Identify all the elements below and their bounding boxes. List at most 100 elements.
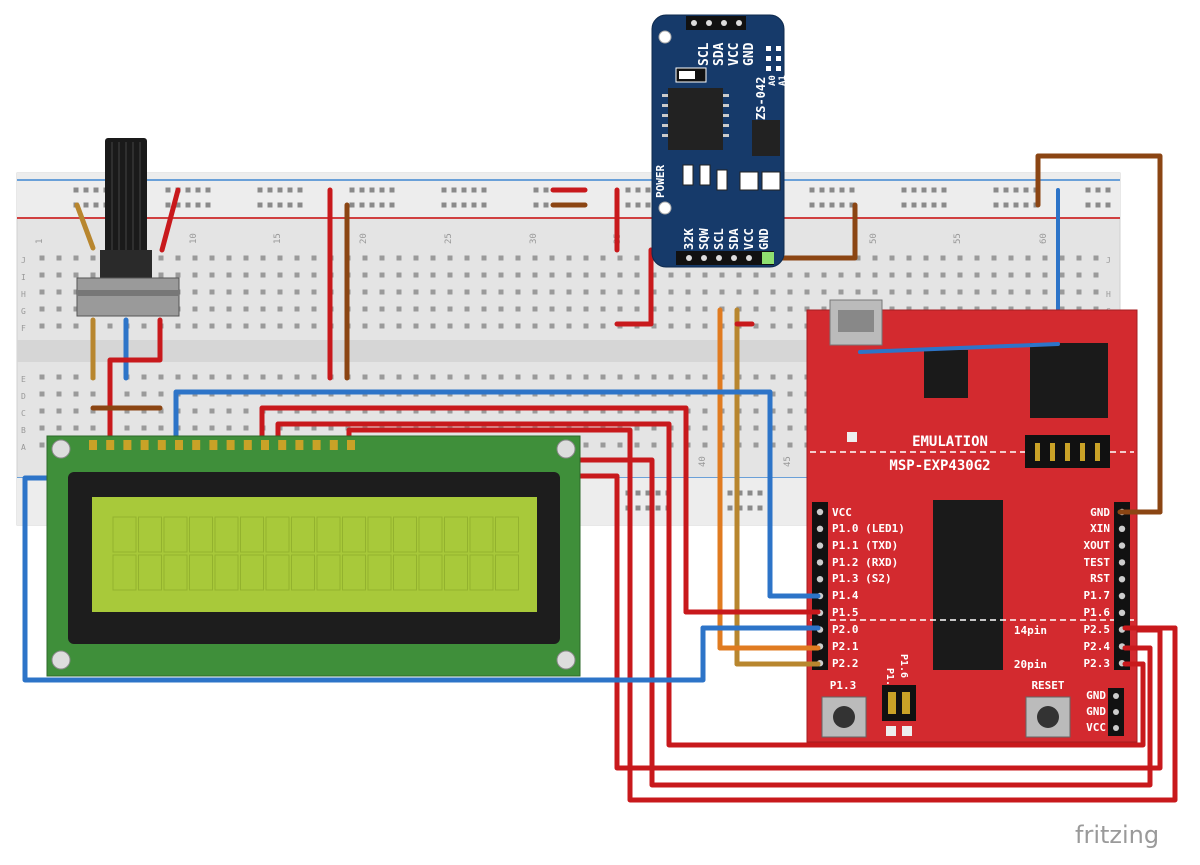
rtc-addr-a2: A2: [788, 75, 798, 86]
pin-label-p10: P1.0 (LED1): [832, 522, 905, 535]
col-num-55: 55: [953, 233, 963, 244]
launchpad-pins: [816, 508, 1126, 667]
wire-rtc-gnd[interactable]: [767, 202, 858, 261]
potentiometer-shaft-base: [100, 250, 152, 282]
bottom-pin-gnd-2: GND: [1086, 705, 1106, 718]
pin-label-p25: P2.5: [1084, 623, 1111, 636]
rtc-power-label: POWER: [654, 165, 667, 198]
rtc-pin-scl-bottom: SCL: [712, 228, 726, 250]
row-letter-j: J: [21, 256, 26, 265]
row-letter-b: B: [21, 426, 26, 435]
launchpad-board: EMULATION MSP-EXP430G2 VCC P1.0 (LED1) P…: [806, 299, 1138, 743]
msp430-mcu: [933, 500, 1003, 670]
pin-label-p20: P2.0: [832, 623, 859, 636]
wire-pot-vcc[interactable]: [107, 317, 163, 443]
col-num-50: 50: [869, 233, 879, 244]
rtc-pin-sqw: SQW: [697, 228, 711, 250]
rtc-module: SCL SDA VCC GND A0 A1 A2 ZS-042 POWER 32…: [651, 14, 798, 268]
wire-endpoints: [683, 342, 1178, 667]
button-label-p13: P1.3: [830, 679, 857, 692]
rtc-pin-sda-bottom: SDA: [727, 228, 741, 250]
jumper-label-p16: P1.6: [898, 654, 909, 678]
pin-label-gnd: GND: [1090, 506, 1110, 519]
wire-pot-right-red[interactable]: [159, 187, 181, 253]
pin-label-p11: P1.1 (TXD): [832, 539, 898, 552]
rtc-addr-a1: A1: [778, 75, 788, 86]
col-num-10: 10: [189, 233, 199, 244]
lcd-mount-hole: [556, 650, 576, 670]
rtc-chip-eeprom: [752, 120, 780, 156]
pin14-label: 14pin: [1014, 624, 1047, 637]
potentiometer-body: [76, 277, 180, 317]
row-letter-h-right: H: [1106, 290, 1111, 299]
pin-label-xout: XOUT: [1084, 539, 1111, 552]
row-letter-c: C: [21, 409, 26, 418]
rtc-pin-32k: 32K: [682, 228, 696, 250]
board-name-label: MSP-EXP430G2: [889, 458, 990, 474]
rtc-pin-gnd: GND: [742, 42, 757, 66]
pin-label-p14: P1.4: [832, 589, 859, 602]
pin-label-p21: P2.1: [832, 640, 859, 653]
rtc-pin-vcc-bottom: VCC: [742, 228, 756, 250]
wire-rtc-vcc-row[interactable]: [614, 247, 654, 327]
col-num-1: 1: [35, 239, 45, 244]
row-letter-i: I: [21, 273, 26, 282]
pin-label-test: TEST: [1084, 556, 1111, 569]
pin-label-p13: P1.3 (S2): [832, 572, 892, 585]
row-letter-h: H: [21, 290, 26, 299]
bottom-pin-vcc: VCC: [1086, 721, 1106, 734]
fritzing-watermark: fritzing: [1075, 821, 1159, 849]
row-letter-g: G: [21, 307, 26, 316]
pin20-label: 20pin: [1014, 658, 1047, 671]
rtc-pin-vcc: VCC: [727, 43, 742, 66]
rtc-chip-ds3231: [668, 88, 723, 150]
pin-label-p12: P1.2 (RXD): [832, 556, 898, 569]
jumper-label-p10: P1.0: [884, 668, 895, 692]
lcd-mount-hole: [556, 439, 576, 459]
led-jumpers[interactable]: [882, 685, 916, 721]
row-letter-e: E: [21, 375, 26, 384]
emulation-chip-small: [924, 350, 968, 398]
rtc-bottom-header: [676, 251, 774, 265]
lcd-mount-hole: [51, 439, 71, 459]
rtc-model-label: ZS-042: [754, 77, 768, 120]
col-num-15: 15: [273, 233, 283, 244]
row-letter-f: F: [21, 324, 26, 333]
emulation-chip-large: [1030, 343, 1108, 418]
rtc-top-header: [686, 16, 746, 30]
col-num-40: 40: [698, 456, 708, 467]
pin-label-p24: P2.4: [1084, 640, 1111, 653]
lcd-mount-hole: [51, 650, 71, 670]
p13-button-cap[interactable]: [833, 706, 855, 728]
pin-label-p22: P2.2: [832, 657, 859, 670]
emulation-label: EMULATION: [912, 434, 988, 450]
pin-label-p23: P2.3: [1084, 657, 1111, 670]
col-num-25: 25: [444, 233, 454, 244]
lcd-character-grid: [112, 516, 519, 591]
pin-label-xin: XIN: [1090, 522, 1110, 535]
wire-pot-left-tan[interactable]: [74, 202, 96, 251]
bottom-pin-gnd-1: GND: [1086, 689, 1106, 702]
lcd-module: [46, 435, 581, 677]
col-num-30: 30: [529, 233, 539, 244]
row-letter-j-right: J: [1106, 256, 1111, 265]
rtc-pin-gnd-bottom: GND: [757, 228, 771, 250]
pin-label-vcc: VCC: [832, 506, 852, 519]
rtc-pin-scl: SCL: [697, 42, 712, 66]
col-num-20: 20: [359, 233, 369, 244]
pin-label-p17: P1.7: [1084, 589, 1111, 602]
rtc-pin-sda: SDA: [712, 42, 727, 66]
lcd-header-pins: [89, 440, 355, 450]
row-letter-d: D: [21, 392, 26, 401]
pin-label-p16: P1.6: [1084, 606, 1111, 619]
pin-label-p15: P1.5: [832, 606, 859, 619]
col-num-45: 45: [783, 456, 793, 467]
potentiometer[interactable]: [76, 138, 180, 317]
rtc-addr-a0: A0: [768, 75, 778, 86]
button-label-reset: RESET: [1031, 679, 1064, 692]
reset-button-cap[interactable]: [1037, 706, 1059, 728]
row-letter-a: A: [21, 443, 26, 452]
col-num-60: 60: [1039, 233, 1049, 244]
